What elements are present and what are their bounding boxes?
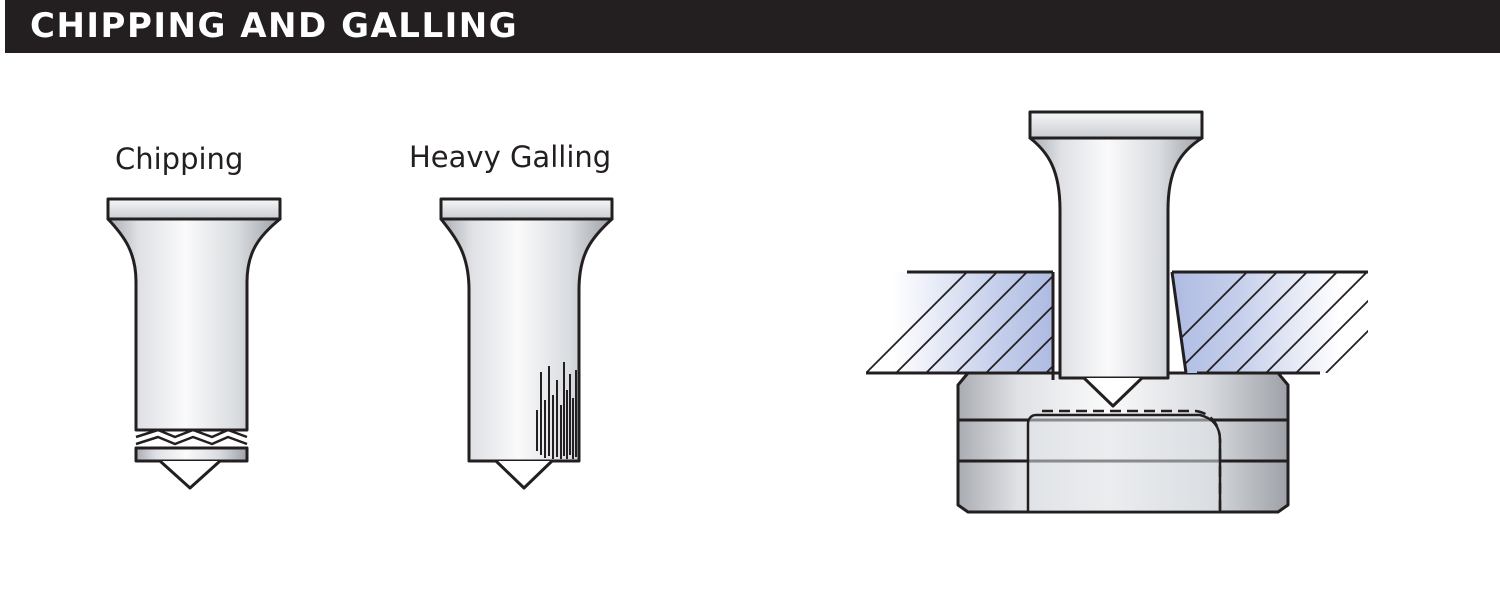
die-opening-dashed [1042, 409, 1222, 512]
chipping-punch-tip-section [134, 446, 249, 463]
stripper-plate-left [866, 272, 1053, 373]
galling-punch [439, 197, 614, 490]
galling-score-marks [536, 362, 577, 459]
chipping-label: Chipping [115, 142, 244, 176]
stripper-plate-edges [866, 270, 1368, 380]
assembly-diagram [866, 110, 1368, 514]
chipping-punch-point [158, 459, 222, 490]
assembly-punch-point [1082, 376, 1144, 408]
chipping-punch-head [106, 197, 282, 221]
page-title: CHIPPING AND GALLING [30, 6, 519, 46]
assembly-punch-shank [1028, 136, 1204, 380]
chipping-punch-shank [106, 217, 282, 432]
chipping-fracture-line-lower [135, 435, 248, 446]
galling-punch-shank [439, 217, 614, 463]
chipping-fracture-line-upper [135, 428, 248, 439]
stripper-plate-right [1170, 271, 1368, 374]
die-inner-wall [1026, 413, 1222, 514]
chipping-punch [106, 197, 282, 490]
heavy-galling-label: Heavy Galling [409, 140, 612, 174]
galling-punch-point [494, 459, 554, 490]
assembly-punch-head [1028, 110, 1204, 140]
die [956, 371, 1290, 514]
galling-punch-head [439, 197, 614, 221]
assembly-punch [1028, 110, 1204, 408]
title-bar: CHIPPING AND GALLING [5, 0, 1500, 53]
